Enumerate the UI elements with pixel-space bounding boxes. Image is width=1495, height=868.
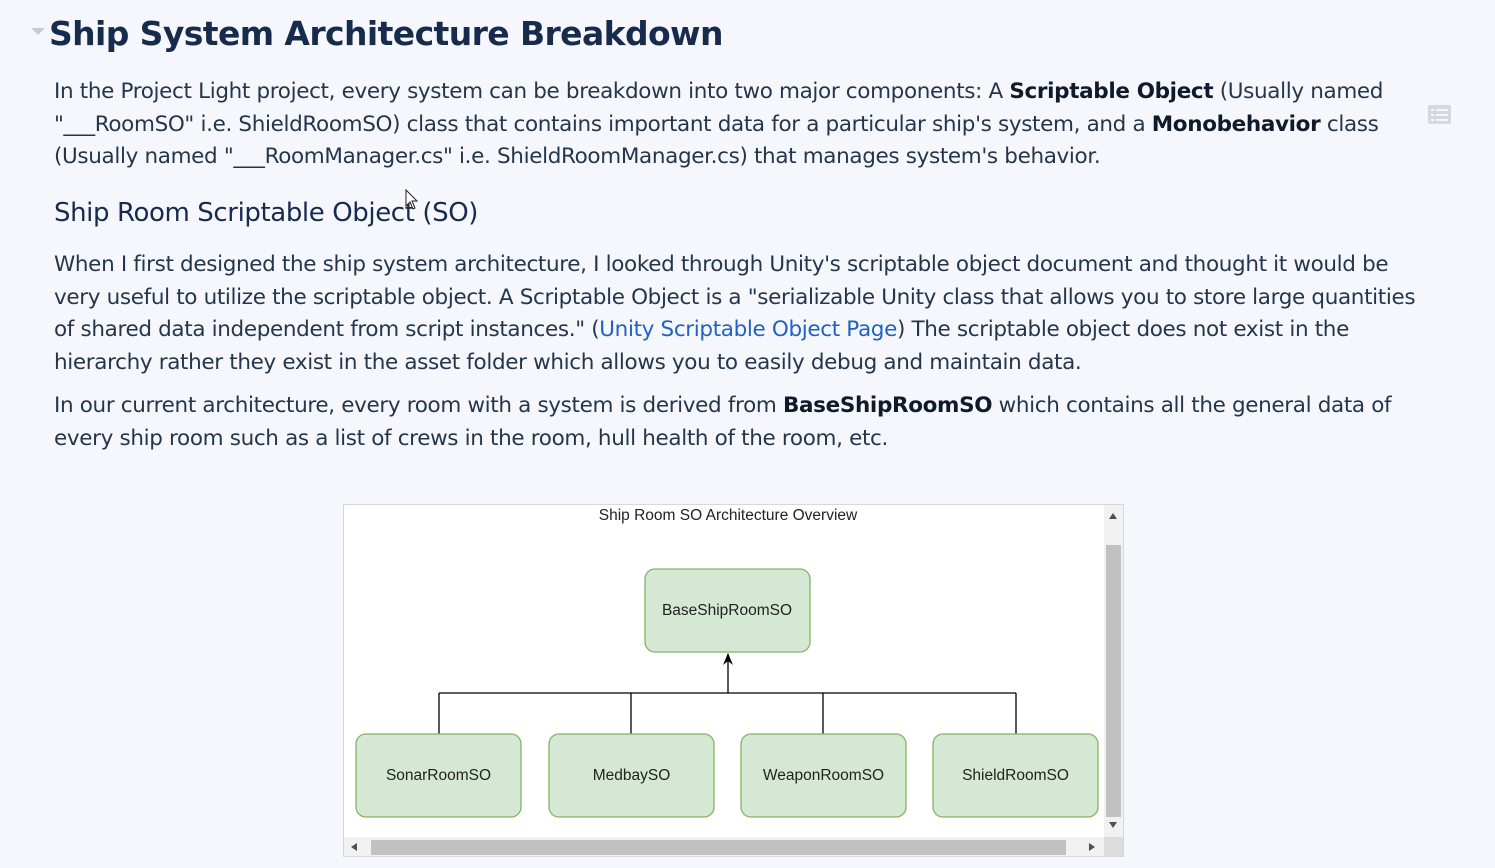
- scroll-left-icon[interactable]: [351, 843, 357, 851]
- diagram-viewer[interactable]: Ship Room SO Architecture Overview BaseS…: [343, 504, 1124, 857]
- diagram-title: Ship Room SO Architecture Overview: [598, 507, 858, 524]
- scrollbar-corner: [1104, 837, 1123, 856]
- architecture-paragraph: In our current architecture, every room …: [54, 393, 1392, 451]
- node-shieldroomso[interactable]: ShieldRoomSO: [932, 733, 1099, 818]
- horizontal-scroll-thumb[interactable]: [371, 840, 1066, 855]
- vertical-scroll-thumb[interactable]: [1106, 545, 1121, 817]
- mouse-cursor-icon: [405, 189, 419, 210]
- scriptable-object-paragraph: When I first designed the ship system ar…: [54, 252, 1416, 375]
- page-title: Ship System Architecture Breakdown: [49, 14, 723, 53]
- node-label: WeaponRoomSO: [763, 767, 884, 784]
- node-label: MedbaySO: [593, 767, 671, 784]
- scroll-up-icon[interactable]: [1109, 513, 1117, 519]
- bold-scriptable-object: Scriptable Object: [1009, 79, 1214, 104]
- scroll-right-icon[interactable]: [1089, 843, 1095, 851]
- unity-scriptable-object-link[interactable]: Unity Scriptable Object Page: [599, 317, 897, 342]
- scroll-down-icon[interactable]: [1109, 822, 1117, 828]
- vertical-scrollbar[interactable]: [1104, 505, 1123, 837]
- node-sonarroomso[interactable]: SonarRoomSO: [355, 733, 522, 818]
- node-label: BaseShipRoomSO: [662, 602, 792, 619]
- intro-paragraph: In the Project Light project, every syst…: [54, 79, 1384, 169]
- node-medbayso[interactable]: MedbaySO: [548, 733, 715, 818]
- bold-monobehavior: Monobehavior: [1151, 111, 1321, 137]
- node-baseshiproomso[interactable]: BaseShipRoomSO: [644, 568, 811, 653]
- bold-baseshiproomso: BaseShipRoomSO: [782, 393, 993, 418]
- horizontal-scrollbar[interactable]: [344, 837, 1104, 856]
- list-icon[interactable]: [1428, 105, 1451, 124]
- collapse-toggle-icon[interactable]: [31, 28, 45, 35]
- diagram-canvas: BaseShipRoomSO SonarRoomSO MedbaySO Weapon…: [355, 568, 1099, 818]
- node-label: ShieldRoomSO: [962, 767, 1069, 784]
- inheritance-connectors: [438, 654, 1017, 734]
- node-weaponroomso[interactable]: WeaponRoomSO: [740, 733, 907, 818]
- inheritance-arrowhead: [723, 653, 733, 665]
- node-label: SonarRoomSO: [386, 767, 491, 784]
